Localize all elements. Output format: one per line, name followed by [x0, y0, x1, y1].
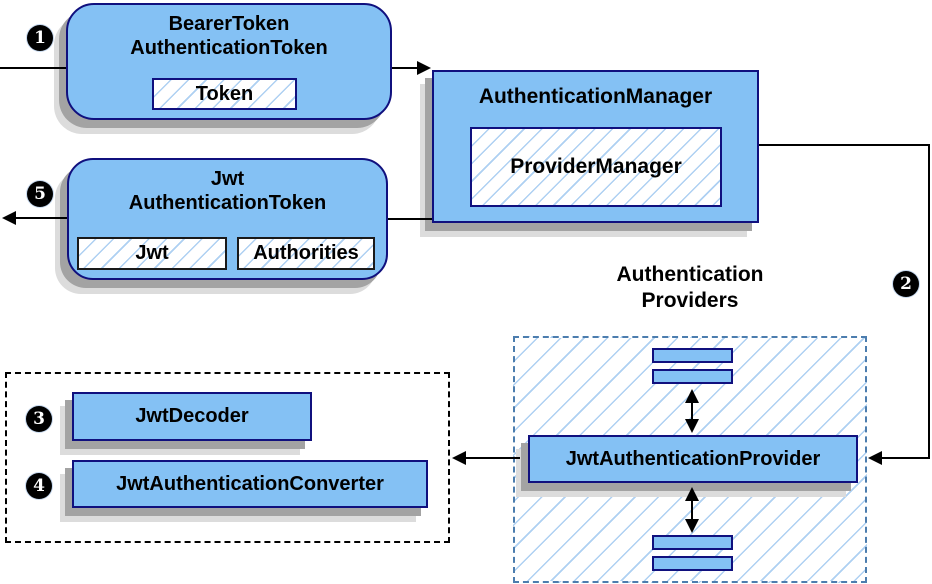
token-chip: Token	[152, 78, 297, 110]
provider-placeholder-bar	[652, 556, 733, 571]
jwt-authentication-token-title: Jwt AuthenticationToken	[69, 160, 386, 215]
jwt-authentication-converter-node: JwtAuthenticationConverter	[72, 460, 428, 508]
bearer-token-title-line2: AuthenticationToken	[130, 37, 328, 59]
bearer-token-title-line1: BearerToken	[168, 13, 290, 35]
step-5-badge: 5	[27, 181, 53, 207]
authentication-providers-group-title: Authentication Providers	[565, 262, 815, 314]
arrow-jwt-authentication-token-out	[2, 211, 67, 225]
authorities-chip: Authorities	[237, 237, 375, 270]
step-4-badge: 4	[26, 473, 52, 499]
step-1-badge: 1	[27, 25, 53, 51]
providers-title-line1: Authentication	[616, 263, 764, 286]
jwt-chip: Jwt	[77, 237, 227, 270]
jwt-token-title-line1: Jwt	[210, 168, 245, 190]
step-2-badge: 2	[893, 271, 919, 297]
provider-placeholder-bar	[652, 348, 733, 363]
bearer-token-authentication-token-title: BearerToken AuthenticationToken	[68, 5, 390, 60]
authentication-manager-node: AuthenticationManager ProviderManager	[432, 70, 759, 223]
provider-manager-chip: ProviderManager	[470, 127, 722, 207]
jwt-authentication-token-node: Jwt AuthenticationToken Jwt Authorities	[67, 158, 388, 280]
bearer-token-authentication-token-node: BearerToken AuthenticationToken Token	[66, 3, 392, 120]
arrow-bearer-token-to-authentication-manager	[392, 61, 431, 75]
authentication-manager-title: AuthenticationManager	[478, 85, 713, 108]
arrow-jwt-authentication-provider-to-decoder-group	[452, 451, 520, 465]
jwt-token-title-line2: AuthenticationToken	[128, 192, 327, 214]
provider-placeholder-bar	[652, 369, 733, 384]
jwt-decoder-node: JwtDecoder	[72, 392, 312, 441]
providers-title-line2: Providers	[641, 289, 739, 312]
step-3-badge: 3	[26, 406, 52, 432]
jwt-authentication-provider-node: JwtAuthenticationProvider	[528, 435, 858, 483]
provider-placeholder-bar	[652, 535, 733, 550]
